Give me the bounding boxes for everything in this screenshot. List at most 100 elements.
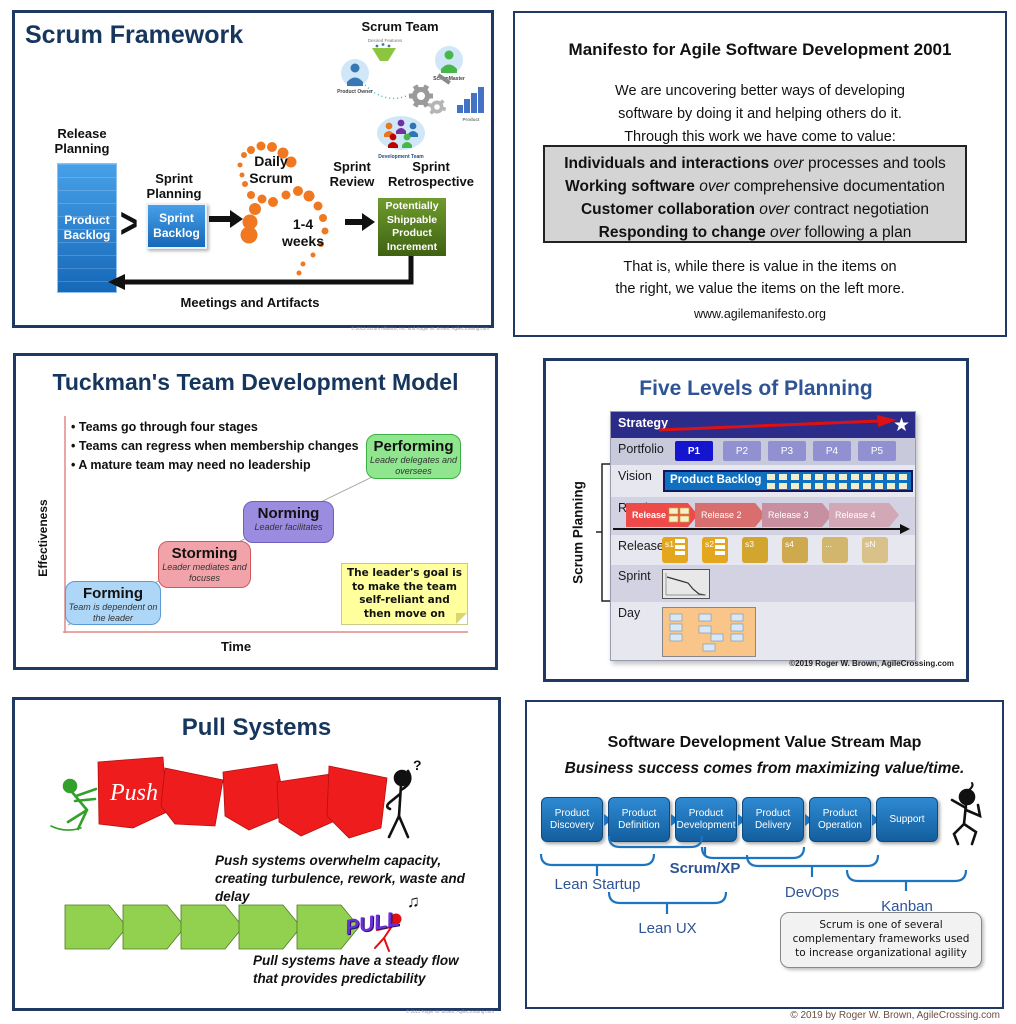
stage-performing: Performing Leader delegates and oversees xyxy=(366,434,461,479)
kanban-label: Kanban xyxy=(881,898,933,915)
release-cards-icon xyxy=(668,507,690,523)
push-blocks xyxy=(97,756,388,839)
sprint-review-label: Sprint Review xyxy=(329,159,375,189)
sprint-chip: sN xyxy=(862,537,888,563)
sprint-planning-label: Sprint Planning xyxy=(146,171,202,201)
question-mark: ? xyxy=(413,757,422,773)
portfolio-chip: P2 xyxy=(723,441,761,461)
copyright-note: ©2019 Roger W. Brown, AgileCrossing.com xyxy=(789,659,954,668)
chevron-right-icon: > xyxy=(119,200,138,248)
y-axis-label: Effectiveness xyxy=(36,499,50,577)
roadmap-chip: Release 4 xyxy=(829,503,899,527)
sprint-chip: ... xyxy=(822,537,848,563)
manifesto-outro: That is, while there is value in the ite… xyxy=(515,256,1005,300)
stage-norming: Norming Leader facilitates xyxy=(243,501,334,543)
page-title: Manifesto for Agile Software Development… xyxy=(568,40,952,59)
svg-text:Product: Product xyxy=(462,117,480,122)
page-title: Software Development Value Stream Map xyxy=(607,734,922,751)
slide-value-stream: Software Development Value Stream Map Bu… xyxy=(525,700,1004,1021)
row-roadmap: Roadmap Release Release 2 Release 3 Rele… xyxy=(611,497,915,535)
pull-caption: Pull systems have a steady flow that pro… xyxy=(253,953,459,986)
scrum-team-title: Scrum Team xyxy=(361,19,439,34)
push-label: Push xyxy=(109,780,158,806)
row-vision: Vision Product Backlog xyxy=(611,465,915,497)
outro-line: the right, we value the items on the lef… xyxy=(615,281,905,297)
strategy-arrow: ★ xyxy=(658,415,910,436)
row-release: Release s1 s2 s3 s4 ... sN xyxy=(611,535,915,565)
lean-ux-brace xyxy=(607,891,728,914)
planning-table: Strategy ★ Portfolio P1 P2 P3 P4 P5 Visi… xyxy=(610,411,916,661)
product-backlog-bar: Product Backlog xyxy=(663,470,913,492)
devops-label: DevOps xyxy=(784,884,840,901)
outro-line: That is, while there is value in the ite… xyxy=(623,259,897,275)
x-axis-label: Time xyxy=(220,639,252,654)
product-owner-icon: Product Owner xyxy=(337,59,373,95)
arrow-to-increment xyxy=(345,213,375,231)
lean-ux-label: Lean UX xyxy=(638,920,697,937)
sprint-backlog-box: Sprint Backlog xyxy=(146,203,207,249)
svg-text:Product Owner: Product Owner xyxy=(337,89,373,95)
portfolio-chip: P5 xyxy=(858,441,896,461)
stage-box-product-operation: Product Operation xyxy=(809,797,871,842)
funnel-icon xyxy=(372,48,396,61)
sprint-cards-icon xyxy=(715,539,725,555)
subtitle: Business success comes from maximizing v… xyxy=(564,760,965,777)
stage-storming: Storming Leader mediates and focuses xyxy=(158,541,251,588)
row-day: Day xyxy=(611,602,915,660)
page-title: Tuckman's Team Development Model xyxy=(52,369,459,395)
bracket-label: Scrum Planning xyxy=(570,481,586,584)
portfolio-chip: P1 xyxy=(675,441,713,461)
stage-box-product-definition: Product Definition xyxy=(608,797,670,842)
slide-pull-systems: Pull Systems Push xyxy=(12,697,501,1014)
puzzled-figure-icon xyxy=(385,769,412,839)
bullet-list: • Teams go through four stages • Teams c… xyxy=(71,418,359,475)
slide-tuckman: Tuckman's Team Development Model Effecti… xyxy=(13,353,498,670)
scrum-xp-label: Scrum/XP xyxy=(669,860,741,877)
stage-box-product-discovery: Product Discovery xyxy=(541,797,603,842)
leader-goal-note: The leader's goal is to make the team se… xyxy=(341,563,468,625)
meetings-artifacts-label: Meetings and Artifacts xyxy=(180,295,320,310)
stage-box-support: Support xyxy=(876,797,938,842)
page-title: Scrum Framework xyxy=(25,21,244,49)
bullet-item: • Teams go through four stages xyxy=(71,420,258,434)
portfolio-chip: P3 xyxy=(768,441,806,461)
roadmap-chip: Release 3 xyxy=(762,503,832,527)
scrum-master-icon: ScrumMaster xyxy=(433,46,465,82)
pull-label: PULL xyxy=(343,907,402,940)
manifesto-values-box: Individuals and interactions over proces… xyxy=(543,145,967,243)
bullet-item: • A mature team may need no leadership xyxy=(71,458,311,472)
gears-icon xyxy=(409,73,451,115)
row-strategy: Strategy ★ xyxy=(611,412,915,438)
daily-scrum-label: Daily Scrum xyxy=(249,153,293,186)
happy-figure-icon xyxy=(950,782,982,846)
slide-agile-manifesto: Manifesto for Agile Software Development… xyxy=(513,11,1007,337)
stage-box-product-development: Product Development xyxy=(675,797,737,842)
portfolio-chip: P4 xyxy=(813,441,851,461)
manifesto-url: www.agilemanifesto.org xyxy=(693,307,826,321)
music-note-icon: ♫ xyxy=(407,892,420,911)
page-title: Pull Systems xyxy=(181,714,332,741)
copyright-note: © 2019 by Roger W. Brown, AgileCrossing.… xyxy=(790,1010,1000,1021)
feedback-elbow-arrow xyxy=(108,256,414,290)
scrum-team-graphic: Desired Features Product Owner ScrumMast… xyxy=(337,38,484,160)
development-team-icon: Development Team xyxy=(377,116,425,160)
intro-line: We are uncovering better ways of develop… xyxy=(615,83,905,99)
manifesto-intro: We are uncovering better ways of develop… xyxy=(515,80,1005,149)
value-line: Responding to change over following a pl… xyxy=(598,224,912,241)
increment-box: Potentially Shippable Product Increment xyxy=(378,198,446,256)
lean-startup-label: Lean Startup xyxy=(554,876,641,893)
weeks-label: 1-4 weeks xyxy=(281,216,325,249)
sprint-cards-icon xyxy=(675,539,685,555)
backlog-items-grid xyxy=(767,474,907,489)
roadmap-chip: Release 2 xyxy=(695,503,765,527)
task-board xyxy=(662,607,756,657)
desired-features-label: Desired Features xyxy=(368,38,403,43)
row-portfolio: Portfolio P1 P2 P3 P4 P5 xyxy=(611,438,915,465)
release-planning-label: Release Planning xyxy=(54,126,110,156)
pull-chevrons xyxy=(64,904,360,950)
devops-brace xyxy=(745,854,880,877)
roadmap-chip: Release xyxy=(626,503,698,527)
burndown-chart xyxy=(662,569,710,599)
row-sprint: Sprint xyxy=(611,565,915,602)
